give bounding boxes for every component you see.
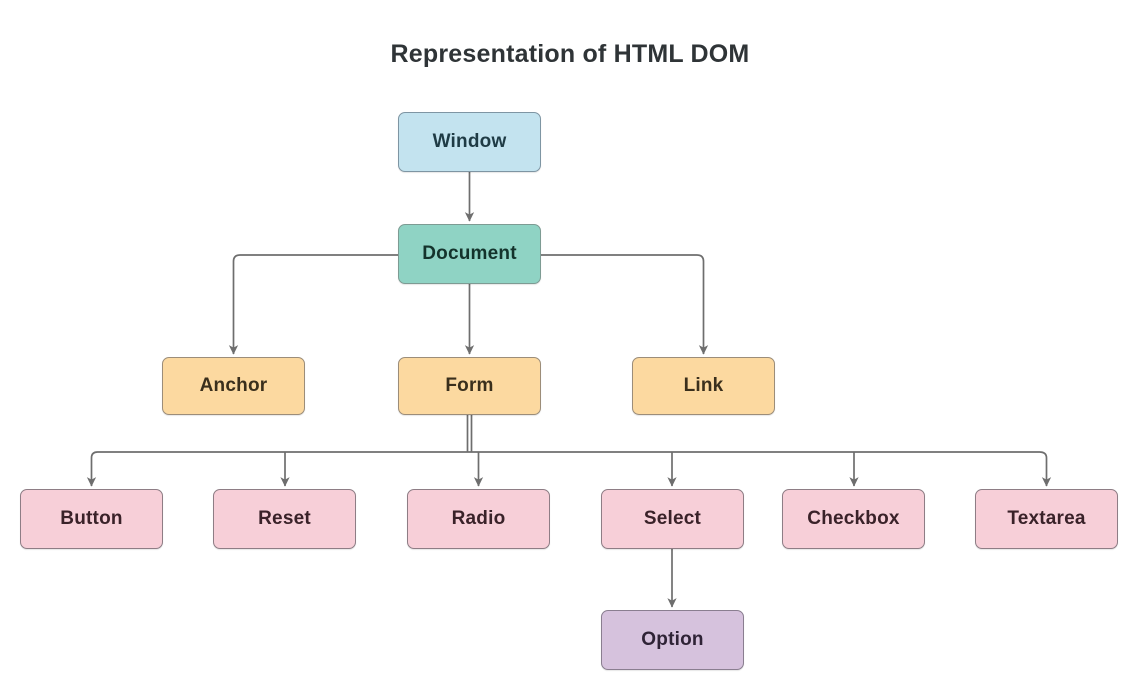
node-select[interactable]: Select — [601, 489, 744, 549]
node-select-label: Select — [643, 508, 702, 529]
node-radio-label: Radio — [451, 508, 506, 529]
node-document-label: Document — [422, 243, 517, 264]
node-option[interactable]: Option — [601, 610, 744, 670]
node-window[interactable]: Window — [398, 112, 541, 172]
node-textarea-label: Textarea — [1007, 508, 1086, 529]
node-button[interactable]: Button — [20, 489, 163, 549]
node-button-label: Button — [60, 508, 123, 529]
node-option-label: Option — [641, 629, 704, 650]
page-title: Representation of HTML DOM — [390, 40, 750, 68]
node-reset[interactable]: Reset — [213, 489, 356, 549]
edge-form-textarea — [1039, 451, 1052, 487]
node-link-label: Link — [683, 375, 724, 396]
node-form[interactable]: Form — [398, 357, 541, 415]
node-form-label: Form — [445, 375, 494, 396]
node-window-label: Window — [432, 131, 507, 152]
node-link[interactable]: Link — [632, 357, 775, 415]
node-reset-label: Reset — [258, 508, 311, 529]
edge-document-anchor — [228, 254, 398, 355]
node-checkbox-label: Checkbox — [807, 508, 900, 529]
node-document[interactable]: Document — [398, 224, 541, 284]
node-checkbox[interactable]: Checkbox — [782, 489, 925, 549]
edge-document-link — [541, 254, 709, 355]
node-textarea[interactable]: Textarea — [975, 489, 1118, 549]
edge-form-button — [86, 451, 98, 487]
node-anchor-label: Anchor — [199, 375, 268, 396]
node-anchor[interactable]: Anchor — [162, 357, 305, 415]
node-radio[interactable]: Radio — [407, 489, 550, 549]
